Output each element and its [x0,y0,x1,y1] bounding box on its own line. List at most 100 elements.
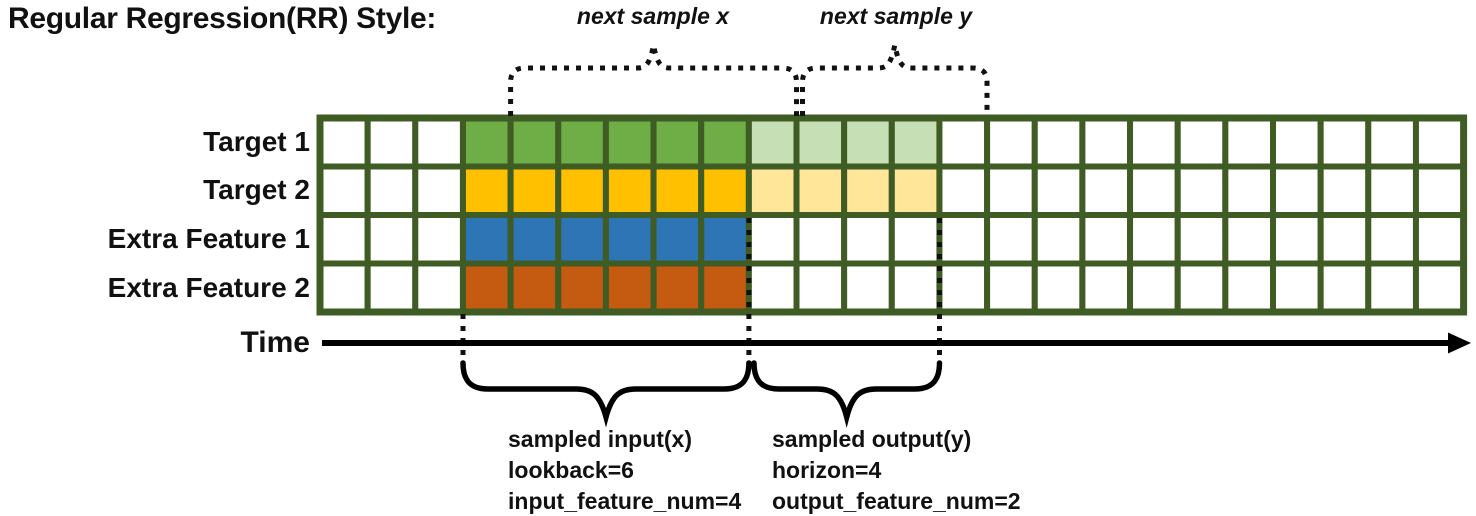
grid-cell [841,163,895,218]
grid-cell [888,115,943,170]
row-label-extra-feature-1: Extra Feature 1 [107,223,310,254]
grid-cell [412,212,466,267]
grid-cell [602,212,657,267]
grid-cell [888,260,943,315]
grid-cell [555,163,609,218]
grid-cell [698,115,752,170]
output-feature-num-line: output_feature_num=2 [772,488,1021,514]
input-feature-num-line: input_feature_num=4 [508,488,742,514]
grid-cell [650,115,705,170]
grid-cell [936,212,991,267]
grid-cell [698,163,752,218]
grid-cell [459,115,514,170]
grid-cell [1127,115,1181,170]
grid-cell [1222,260,1276,315]
grid-cell [317,260,371,315]
grid-cell [602,260,657,315]
diagram-title: Regular Regression(RR) Style: [8,2,437,35]
sampled-input-brace [460,360,752,428]
sampled-input-line: sampled input(x) [508,426,693,452]
grid-cell [745,260,800,315]
grid-cell [555,260,609,315]
grid-cell [1270,212,1324,267]
grid-cell [364,115,419,170]
grid-cell [459,163,514,218]
grid-cell [555,115,609,170]
grid-cell [1174,260,1229,315]
grid-cell [1412,260,1467,315]
time-axis-label: Time [240,326,310,359]
grid-cell [745,115,800,170]
grid-cell [698,260,752,315]
grid-cell [364,163,419,218]
grid-cell [1270,163,1324,218]
grid-cell [507,115,562,170]
grid-cell [364,260,419,315]
grid-cell [1270,260,1324,315]
sampled-input-note: sampled input(x) lookback=6 input_featur… [508,424,741,516]
grid-cell [793,163,848,218]
grid-cell [1031,163,1086,218]
grid-cell [602,115,657,170]
grid-cell [841,115,895,170]
time-axis-arrowhead [1448,332,1471,354]
grid-cell [888,163,943,218]
grid-cell [1412,212,1467,267]
row-label-extra-feature-2: Extra Feature 2 [107,272,310,303]
grid-cell [1222,115,1276,170]
grid-cell [1174,163,1229,218]
grid-cell [1412,115,1467,170]
grid-cell [1127,163,1181,218]
grid-cell [1079,163,1134,218]
row-label-target-2: Target 2 [203,174,310,205]
grid-cell [555,212,609,267]
grid-cell [364,212,419,267]
grid-cell [412,163,466,218]
grid-cell [698,212,752,267]
grid-cell [317,115,371,170]
grid-cell [650,260,705,315]
grid-cell [1412,163,1467,218]
grid-cell [1079,212,1134,267]
lookback-line: lookback=6 [508,457,634,483]
grid-cell [841,212,895,267]
grid-cell [1317,212,1372,267]
row-label-target-1: Target 1 [203,126,310,157]
grid-cell [745,163,800,218]
grid-cell [984,212,1038,267]
grid-cell [1365,163,1419,218]
grid-cell [459,212,514,267]
next-sample-y-label: next sample y [819,3,973,29]
grid-cell [1174,115,1229,170]
grid-cell [650,163,705,218]
grid-cell [984,115,1038,170]
grid-cell [1317,163,1372,218]
sampled-output-line: sampled output(y) [772,426,972,452]
grid-outer-frame [316,114,1468,316]
grid-cell [1222,212,1276,267]
grid-cell [1079,260,1134,315]
grid-cell [1031,212,1086,267]
grid-cell [936,163,991,218]
grid-cell [1031,115,1086,170]
grid-cell [984,260,1038,315]
grid-cell [745,212,800,267]
grid-cell [1365,212,1419,267]
sampled-output-note: sampled output(y) horizon=4 output_featu… [772,424,1021,516]
grid-cell [793,260,848,315]
grid-cell [888,212,943,267]
grid-cell [1127,212,1181,267]
grid-cell [507,163,562,218]
grid-cell [412,260,466,315]
grid-cell [1174,212,1229,267]
grid-cell [459,260,514,315]
grid-cell [1031,260,1086,315]
grid-cell [936,260,991,315]
grid-cell [507,212,562,267]
grid-cell [1365,115,1419,170]
next-sample-y-brace [800,44,990,116]
grid-cell [412,115,466,170]
grid-cell [793,115,848,170]
